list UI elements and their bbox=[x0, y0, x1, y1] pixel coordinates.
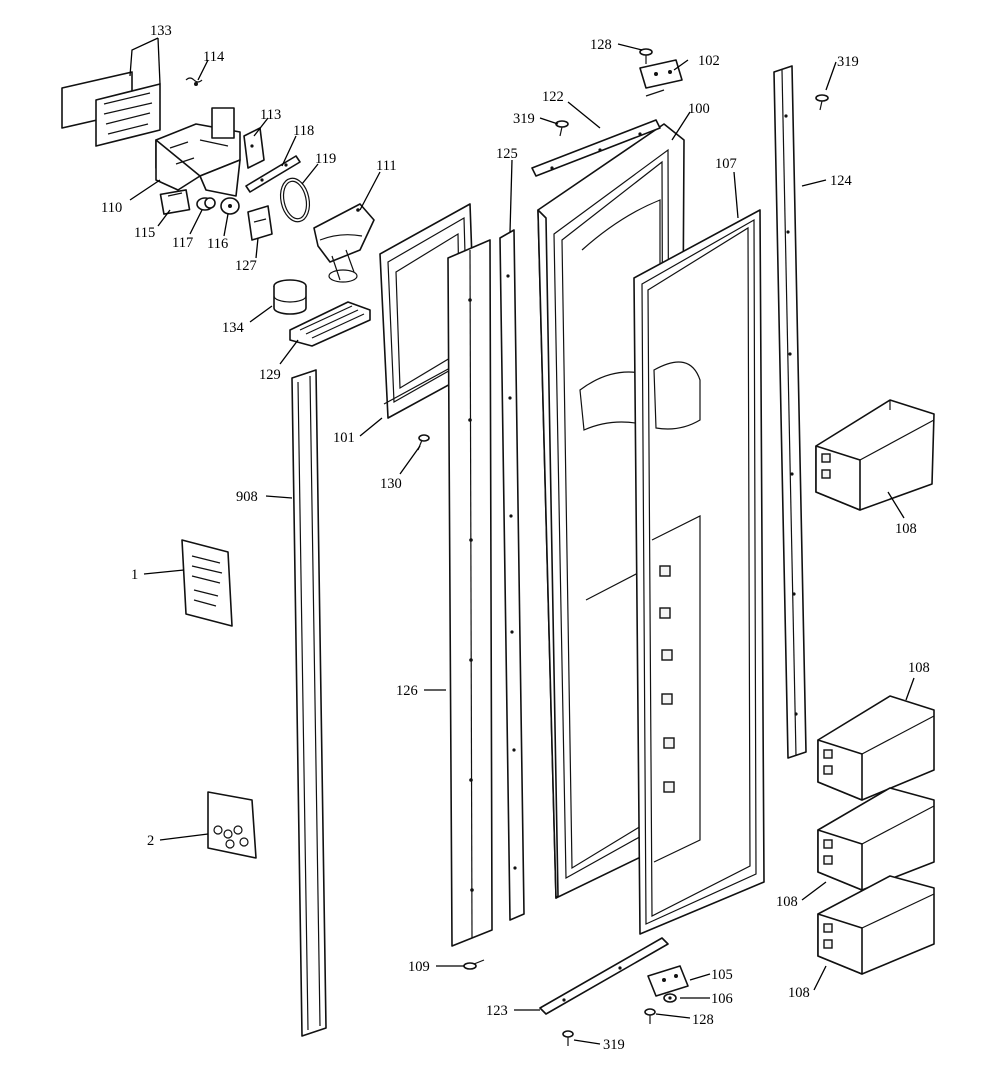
part-134-cylinder bbox=[273, 279, 307, 315]
callout-110: 110 bbox=[101, 200, 122, 216]
callout-130: 130 bbox=[380, 476, 402, 492]
part-126-side-panel bbox=[447, 239, 493, 947]
callout-101: 101 bbox=[333, 430, 355, 446]
part-133-label-sheet bbox=[61, 71, 161, 147]
part-128-screw-top bbox=[639, 48, 653, 64]
part-122-top-rail bbox=[531, 119, 661, 177]
callout-128-top: 128 bbox=[590, 37, 612, 53]
part-107-door-gasket bbox=[633, 209, 765, 935]
callout-125: 125 bbox=[496, 146, 518, 162]
callout-116: 116 bbox=[207, 236, 228, 252]
callout-124: 124 bbox=[830, 173, 853, 189]
callout-118: 118 bbox=[293, 123, 314, 139]
part-123-bottom-rail bbox=[539, 937, 669, 1015]
part-102-hinge bbox=[639, 59, 683, 97]
callout-108-upper: 108 bbox=[895, 521, 917, 537]
callout-119: 119 bbox=[315, 151, 336, 167]
callout-126: 126 bbox=[396, 683, 418, 699]
part-2-hardware-bag bbox=[207, 791, 257, 859]
callout-319-bottom: 319 bbox=[603, 1037, 625, 1053]
callout-2: 2 bbox=[147, 833, 154, 849]
callout-115: 115 bbox=[134, 225, 155, 241]
part-108-door-bin-2 bbox=[817, 695, 935, 801]
leader-lines bbox=[129, 37, 915, 1045]
callout-127: 127 bbox=[235, 258, 257, 274]
part-111-ice-chute bbox=[313, 203, 375, 283]
part-129-drip-grille bbox=[289, 301, 371, 347]
part-118-lever bbox=[245, 155, 301, 193]
callout-113: 113 bbox=[260, 107, 281, 123]
callout-117: 117 bbox=[172, 235, 193, 251]
part-108-door-bin-3 bbox=[817, 787, 935, 891]
part-125-trim-strip bbox=[499, 229, 525, 921]
part-108-door-bin-4 bbox=[817, 875, 935, 975]
part-106-bushing bbox=[663, 993, 677, 1003]
callout-111: 111 bbox=[376, 158, 397, 174]
callout-319-left: 319 bbox=[513, 111, 535, 127]
callout-108-mid: 108 bbox=[908, 660, 930, 676]
callout-100: 100 bbox=[688, 101, 710, 117]
callout-109: 109 bbox=[408, 959, 430, 975]
part-124-right-trim bbox=[773, 65, 807, 759]
part-130-screw bbox=[417, 434, 430, 451]
part-908-door-trim bbox=[291, 369, 327, 1037]
callout-129: 129 bbox=[259, 367, 281, 383]
part-109-screw bbox=[463, 959, 485, 970]
part-117-plunger bbox=[196, 197, 216, 211]
part-115-solenoid bbox=[159, 189, 191, 215]
part-110-dispenser-housing bbox=[155, 107, 241, 197]
part-119-ring bbox=[279, 177, 311, 223]
callout-107: 107 bbox=[715, 156, 737, 172]
callout-319-right: 319 bbox=[837, 54, 859, 70]
part-127-clip bbox=[247, 205, 273, 241]
callout-105: 105 bbox=[711, 967, 733, 983]
callout-908: 908 bbox=[236, 489, 258, 505]
part-114-spring bbox=[185, 77, 203, 86]
callout-123: 123 bbox=[486, 1003, 508, 1019]
callout-108-lower: 108 bbox=[776, 894, 798, 910]
part-108-door-bin-1 bbox=[815, 399, 935, 511]
callout-108-bottom: 108 bbox=[788, 985, 810, 1001]
callout-134: 134 bbox=[222, 320, 245, 336]
callout-102: 102 bbox=[698, 53, 720, 69]
part-319-screw-bottom bbox=[562, 1030, 574, 1046]
callout-labels: 133 114 113 118 119 111 110 115 117 116 … bbox=[101, 23, 930, 1053]
part-116-cap bbox=[220, 197, 240, 215]
callout-114: 114 bbox=[203, 49, 225, 65]
callout-128-bottom: 128 bbox=[692, 1012, 714, 1028]
part-113-bracket bbox=[243, 127, 265, 169]
part-105-bottom-hinge bbox=[647, 965, 689, 997]
part-128-screw-bottom bbox=[644, 1008, 656, 1024]
part-1-manual bbox=[181, 539, 233, 627]
callout-122: 122 bbox=[542, 89, 564, 105]
callout-133: 133 bbox=[150, 23, 172, 39]
callout-1: 1 bbox=[131, 567, 138, 583]
part-319-screw-right bbox=[815, 94, 829, 111]
callout-106: 106 bbox=[711, 991, 733, 1007]
